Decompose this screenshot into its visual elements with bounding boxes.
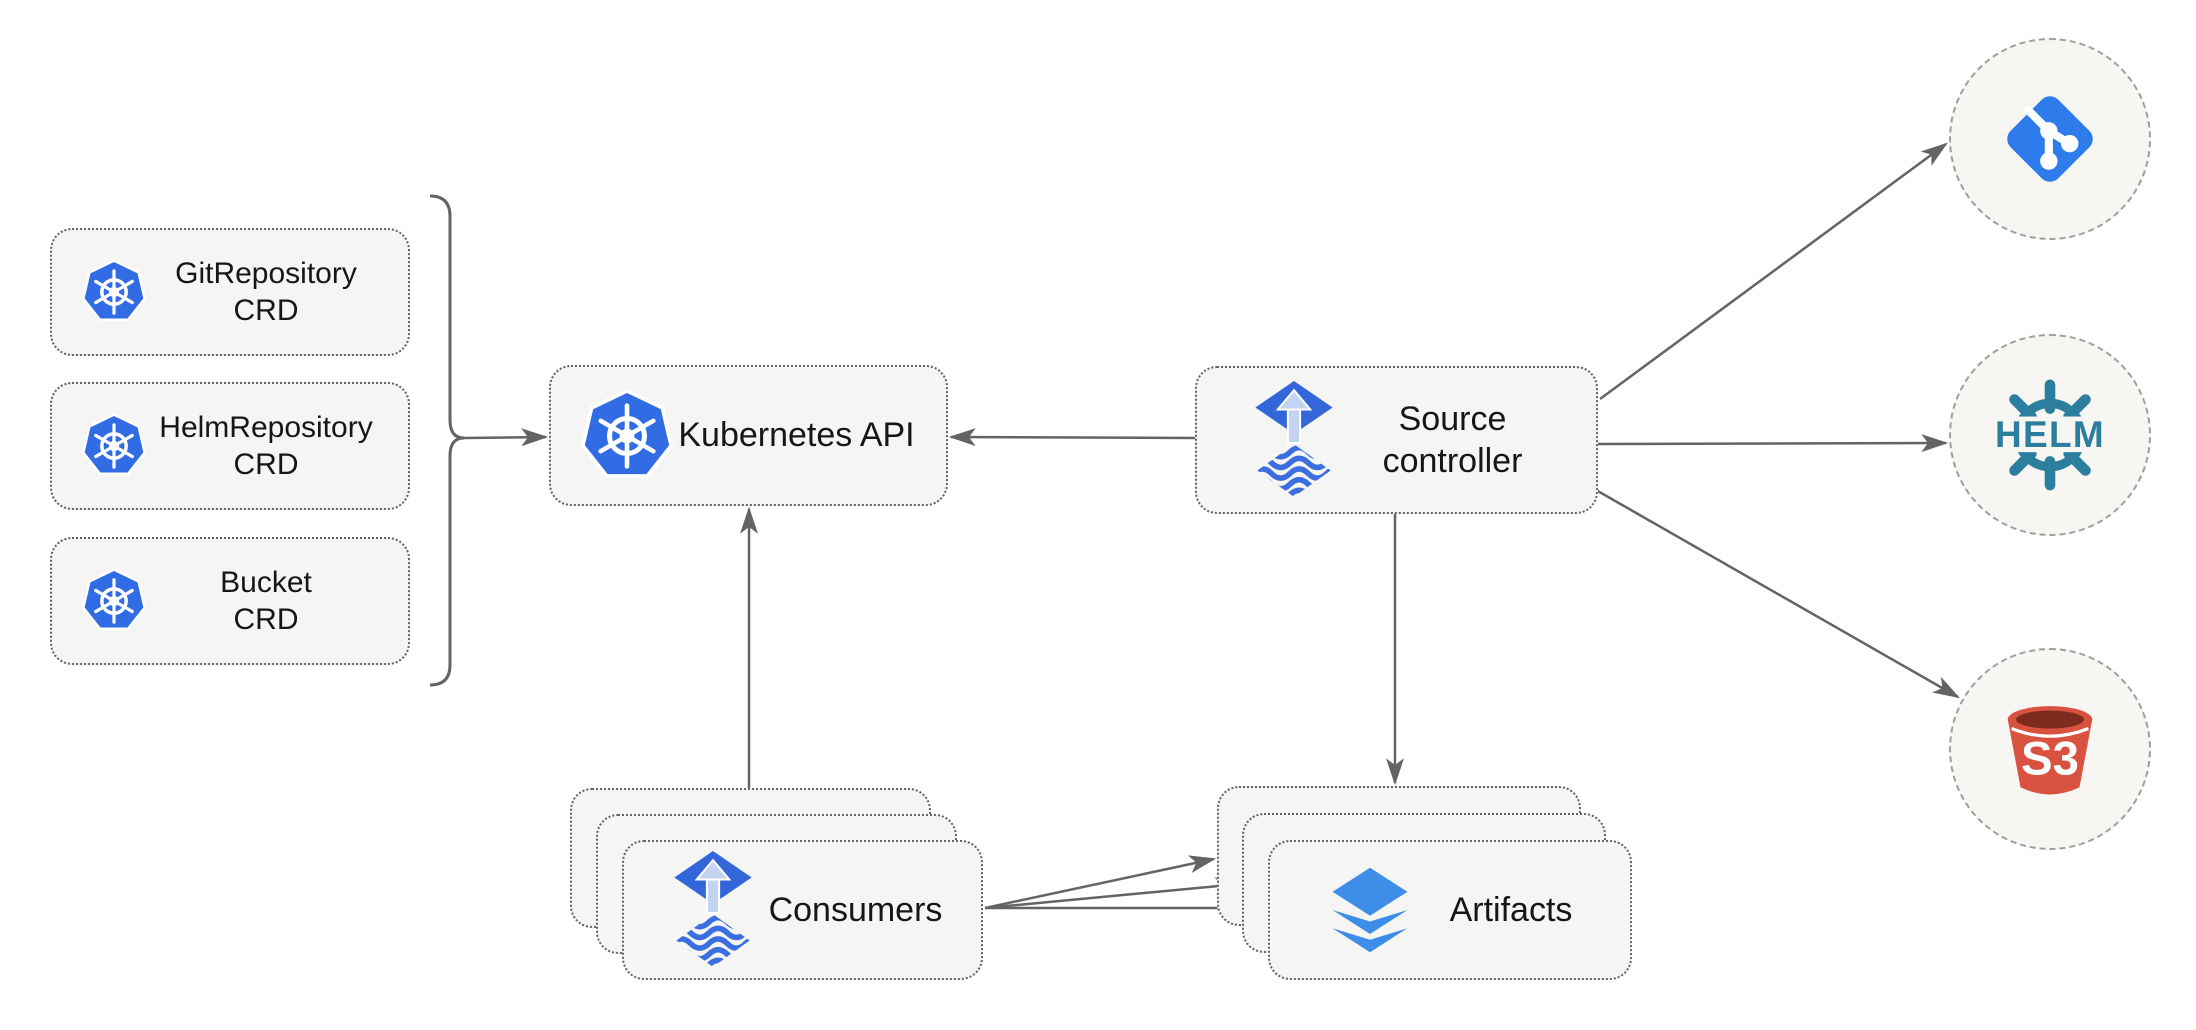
layers-icon: [1322, 862, 1418, 958]
edge-source-controller-to-git: [1599, 142, 1948, 401]
kubernetes-icon: [82, 254, 146, 330]
node-label: Artifacts: [1449, 890, 1573, 929]
flux-icon: [672, 849, 754, 971]
node-source-controller: Source controller: [1195, 366, 1598, 514]
node-label: Source controller: [1382, 399, 1523, 481]
kubernetes-icon: [82, 563, 146, 639]
node-kubernetes-api: Kubernetes API: [549, 365, 948, 506]
external-git: [1949, 38, 2151, 240]
edge-consumers-to-artifacts-1: [984, 855, 1217, 910]
node-artifacts: Artifacts: [1268, 840, 1632, 980]
s3-bucket-icon: S3: [2007, 706, 2093, 795]
node-label: HelmRepository CRD: [159, 410, 373, 482]
external-helm: HELM: [1949, 334, 2151, 536]
external-s3: S3: [1949, 648, 2151, 850]
edge-crd-group-to-kubernetes-api: [463, 428, 549, 447]
flux-icon: [1253, 379, 1335, 501]
edge-source-controller-to-helm: [1597, 434, 1949, 453]
node-label: Consumers: [768, 890, 943, 929]
node-helm-repository-crd: HelmRepository CRD: [50, 382, 410, 510]
helm-icon: HELM: [1984, 379, 2116, 491]
edge-consumers-to-artifacts-2: [984, 877, 1243, 910]
edge-source-controller-to-kubernetes-api: [948, 428, 1196, 447]
kubernetes-icon: [82, 408, 146, 484]
s3-label: S3: [2021, 733, 2079, 786]
edge-source-controller-to-s3: [1595, 488, 1960, 699]
node-label: GitRepository CRD: [175, 256, 357, 328]
node-bucket-crd: Bucket CRD: [50, 537, 410, 665]
node-git-repository-crd: GitRepository CRD: [50, 228, 410, 356]
node-consumers: Consumers: [622, 840, 983, 980]
kubernetes-icon: [581, 386, 673, 486]
crd-group-bracket: [429, 194, 465, 687]
helm-label: HELM: [1995, 414, 2105, 455]
node-label: Bucket CRD: [220, 565, 312, 637]
git-icon: [2007, 96, 2093, 182]
node-label: Kubernetes API: [678, 416, 915, 455]
